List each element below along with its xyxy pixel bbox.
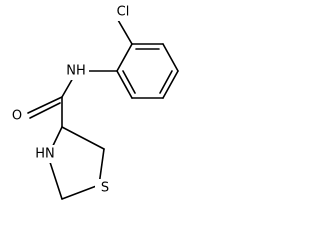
ring-double-bond-c4-c5 — [159, 70, 173, 94]
ring-bond-c6-c1 — [116, 70, 133, 99]
atom-label-nh-amide: NH — [63, 62, 89, 80]
atom-label-o: O — [7, 107, 27, 125]
bond-carbonyl-o-2 — [29, 102, 61, 119]
bond-carbonyl-o-1 — [27, 96, 63, 114]
bond-c2-cl — [117, 19, 133, 45]
ring-bond-c3-c4 — [162, 43, 179, 72]
ring-bond-c4-c5 — [61, 126, 105, 150]
ring-bond-c4-c5 — [162, 70, 179, 99]
atom-label-hn-ring: HN — [32, 145, 58, 163]
ring-double-bond-c6-c1 — [122, 70, 136, 94]
ring-bond-c2-n — [47, 155, 63, 200]
chlorine-label: Cl — [117, 5, 130, 20]
ring-bond-c1-c2 — [116, 43, 133, 72]
structure-diagram: Cl NH O HN S — [7, 3, 179, 200]
ring-hn-label: HN — [35, 147, 55, 162]
atom-label-cl: Cl — [111, 3, 135, 21]
ring-bond-s-c2 — [61, 184, 100, 200]
oxygen-label: O — [12, 109, 22, 124]
atom-label-s: S — [95, 179, 115, 197]
benzene-ring — [116, 43, 179, 99]
sulfur-label: S — [101, 181, 109, 196]
amide-nh-label: NH — [66, 64, 86, 79]
